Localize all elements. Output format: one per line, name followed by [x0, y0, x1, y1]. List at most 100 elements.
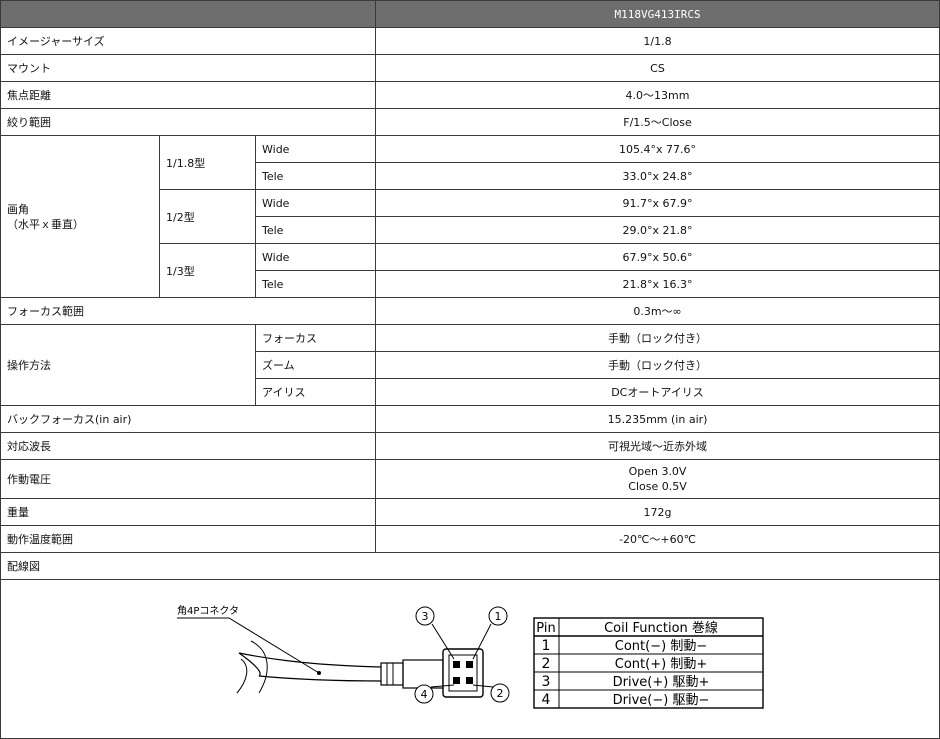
row-temperature: 動作温度範囲 -20℃～+60℃	[0, 525, 940, 553]
angle-1-tele-value: 33.0°x 24.8°	[375, 162, 940, 190]
row-angle-3-wide: 1/3型 Wide 67.9°x 50.6°	[1, 243, 940, 298]
voltage-value: Open 3.0V Close 0.5V	[375, 459, 940, 499]
operation-focus-value: 手動（ロック付き）	[375, 324, 940, 352]
pin-2-contact	[466, 677, 473, 684]
row-operation-zoom: ズーム 手動（ロック付き）	[1, 351, 940, 379]
image-size-label: イメージャーサイズ	[0, 27, 377, 55]
focal-length-value: 4.0～13mm	[375, 81, 940, 109]
angle-label-line2: （水平ｘ垂直）	[7, 217, 84, 231]
focus-range-label: フォーカス範囲	[0, 297, 377, 325]
angle-2-tele-label: Tele	[254, 216, 377, 244]
pin-table-pin-2: 2	[542, 656, 551, 672]
row-weight: 重量 172g	[0, 498, 940, 526]
pin-3-leader	[431, 623, 455, 660]
back-focus-value: 15.235mm (in air)	[375, 405, 940, 433]
aperture-label: 絞り範囲	[0, 108, 377, 136]
pin-table-border	[533, 617, 764, 709]
row-aperture: 絞り範囲 F/1.5～Close	[0, 108, 940, 136]
row-wiring-diagram: 角4Pコネクタ	[0, 579, 940, 739]
angle-2-wide-value: 91.7°x 67.9°	[375, 189, 940, 217]
angle-3-wide-label: Wide	[254, 243, 377, 271]
mount-value: CS	[375, 54, 940, 82]
wavelength-value: 可視光域～近赤外域	[375, 432, 940, 460]
row-wavelength: 対応波長 可視光域～近赤外域	[0, 432, 940, 460]
operation-iris-value: DCオートアイリス	[375, 378, 940, 406]
temperature-label: 動作温度範囲	[0, 525, 377, 553]
pin-3-callout	[415, 606, 435, 626]
row-angle-1-wide: 画角 （水平ｘ垂直） 1/1.8型 Wide 105.4°x 77.6°	[0, 135, 940, 298]
weight-label: 重量	[0, 498, 377, 526]
row-mount: マウント CS	[0, 54, 940, 82]
cable-cut-end	[238, 652, 261, 677]
aperture-value: F/1.5～Close	[375, 108, 940, 136]
pin-table-function-1: Cont(−) 制動−	[615, 639, 707, 654]
angle-label-line1: 画角	[7, 202, 29, 216]
row-angle-1-tele: Tele 33.0°x 24.8°	[1, 162, 940, 190]
header-blank-cell	[0, 0, 377, 28]
row-angle-2-tele: Tele 29.0°x 21.8°	[1, 216, 940, 244]
voltage-label: 作動電圧	[0, 459, 377, 499]
row-wiring: 配線図	[0, 552, 940, 580]
connector-face-inner	[448, 654, 478, 692]
pin-1-number: 1	[495, 610, 502, 623]
pin-4-callout	[414, 684, 434, 704]
row-operation-iris: アイリス DCオートアイリス	[1, 378, 940, 406]
operation-zoom-label: ズーム	[254, 351, 377, 379]
wiring-label: 配線図	[0, 552, 940, 580]
cable-curve-inner	[236, 658, 248, 694]
angle-1-tele-label: Tele	[254, 162, 377, 190]
operation-iris-label: アイリス	[254, 378, 377, 406]
pin-table-pin-1: 1	[542, 638, 551, 654]
focal-length-label: 焦点距離	[0, 81, 377, 109]
wiring-diagram-cell: 角4Pコネクタ	[0, 579, 940, 739]
mount-label: マウント	[0, 54, 377, 82]
pin-function-table: Pin Coil Function 巻線 1 Cont(−) 制動− 2 Con…	[533, 617, 764, 709]
angle-size-3: 1/3型	[159, 243, 256, 298]
leader-dot	[317, 671, 321, 675]
row-focus-range: フォーカス範囲 0.3m～∞	[0, 297, 940, 325]
pin-table-pin-3: 3	[542, 674, 551, 690]
connector-neck	[380, 662, 404, 686]
row-voltage: 作動電圧 Open 3.0V Close 0.5V	[0, 459, 940, 499]
connector-housing	[402, 659, 444, 689]
row-back-focus: バックフォーカス(in air) 15.235mm (in air)	[0, 405, 940, 433]
row-operation-focus: 操作方法 フォーカス 手動（ロック付き）	[0, 324, 940, 406]
angle-2-tele-value: 29.0°x 21.8°	[375, 216, 940, 244]
angle-size-2: 1/2型	[159, 189, 256, 244]
model-name: M118VG413IRCS	[375, 0, 940, 28]
pin-1-leader	[472, 623, 492, 660]
angle-2-wide-label: Wide	[254, 189, 377, 217]
image-size-value: 1/1.8	[375, 27, 940, 55]
operation-focus-label: フォーカス	[254, 324, 377, 352]
operation-label: 操作方法	[0, 324, 256, 406]
pin-4-number: 4	[421, 688, 428, 701]
pin-1-callout	[488, 606, 508, 626]
pin-3-contact	[453, 661, 460, 668]
pin-1-contact	[466, 661, 473, 668]
operation-zoom-value: 手動（ロック付き）	[375, 351, 940, 379]
wavelength-label: 対応波長	[0, 432, 377, 460]
pin-table-function-4: Drive(−) 駆動−	[613, 693, 710, 708]
connector-label: 角4Pコネクタ	[177, 605, 239, 617]
row-image-size: イメージャーサイズ 1/1.8	[0, 27, 940, 55]
angle-3-tele-label: Tele	[254, 270, 377, 298]
cable-top-edge	[238, 652, 382, 668]
header-row: M118VG413IRCS	[0, 0, 940, 28]
cable-curve-outer	[250, 640, 268, 694]
angle-size-1: 1/1.8型	[159, 135, 256, 190]
angle-3-tele-value: 21.8°x 16.3°	[375, 270, 940, 298]
temperature-value: -20℃～+60℃	[375, 525, 940, 553]
wiring-diagram: 角4Pコネクタ	[177, 605, 764, 709]
angle-1-wide-value: 105.4°x 77.6°	[375, 135, 940, 163]
pin-table-pin-4: 4	[542, 692, 551, 708]
pin-4-leader	[430, 684, 455, 688]
pin-2-callout	[490, 683, 510, 703]
angle-3-wide-value: 67.9°x 50.6°	[375, 243, 940, 271]
cable-bottom-edge	[258, 675, 382, 682]
voltage-open: Open 3.0V	[628, 465, 687, 478]
back-focus-label: バックフォーカス(in air)	[0, 405, 377, 433]
pin-table-header-pin: Pin	[536, 621, 555, 636]
angle-label: 画角 （水平ｘ垂直）	[0, 135, 160, 298]
connector-leader-line	[177, 617, 320, 674]
